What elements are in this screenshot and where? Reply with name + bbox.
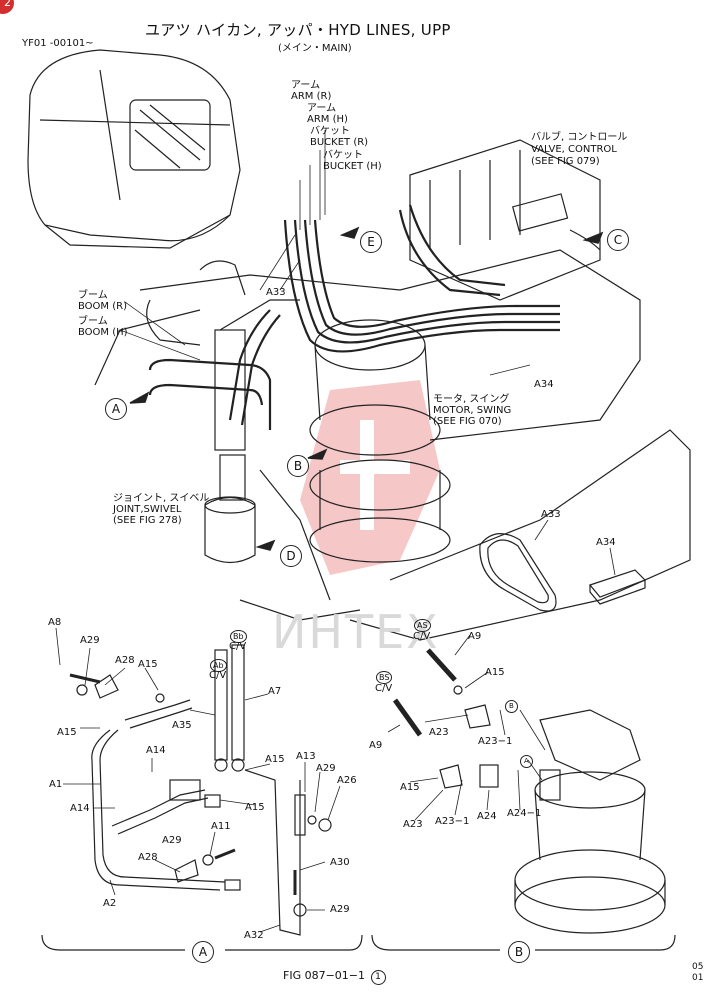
part-a14-1: A14 [146, 745, 166, 756]
part-a35: A35 [172, 720, 192, 731]
swivel-joint [204, 329, 256, 564]
label-arm-h: ARM (H) [307, 114, 348, 125]
part-a9-2: A9 [369, 740, 383, 751]
callout-a: A [105, 398, 127, 420]
control-valve [409, 139, 601, 301]
label-arm-r-jp: アーム [291, 80, 321, 91]
label-arm-r: ARM (R) [291, 91, 332, 102]
figure-sheet: 1 [370, 970, 386, 985]
cv-tag-b-small: B [505, 700, 518, 713]
part-a14-2: A14 [70, 803, 90, 814]
part-a24-1: A24−1 [507, 808, 542, 819]
section-a-parts [69, 644, 332, 936]
part-a23-1-sub: A23−1 [478, 736, 513, 747]
cv-label-4: C/V [375, 683, 393, 694]
part-a29-1: A29 [80, 635, 100, 646]
cv-tag-as: AS [414, 619, 431, 632]
cv-tag-bs: BS [376, 671, 393, 684]
cv-label-2: C/V [229, 641, 247, 652]
cv-label-3: C/V [413, 631, 431, 642]
part-a2: A2 [103, 898, 117, 909]
leader-lines [55, 130, 616, 933]
part-a30: A30 [330, 857, 350, 868]
label-bucket-h-jp: バケット [323, 150, 363, 161]
part-a15-1: A15 [138, 659, 158, 670]
part-a32: A32 [244, 930, 264, 941]
callout-d: D [280, 545, 302, 567]
part-a24: A24 [477, 811, 497, 822]
label-arm-h-jp: アーム [307, 103, 337, 114]
callout-e: E [360, 231, 382, 253]
label-joint: JOINT,SWIVEL [113, 504, 182, 515]
part-a33: A33 [541, 509, 561, 520]
label-bucket-r-jp: バケット [310, 126, 350, 137]
part-a28-1: A28 [115, 655, 135, 666]
part-a23-1-sub2: A23−1 [435, 816, 470, 827]
page-number-2: 01 [692, 973, 704, 983]
label-joint-jp: ジョイント, スイベル [113, 493, 210, 504]
part-a7: A7 [268, 686, 282, 697]
label-joint-ref: (SEE FIG 278) [113, 515, 182, 526]
part-a15-3: A15 [265, 754, 285, 765]
part-a15-2: A15 [57, 727, 77, 738]
part-a15-6: A15 [400, 782, 420, 793]
part-a33-top: A33 [266, 287, 286, 298]
model-code: YF01 -00101~ [22, 38, 94, 49]
callout-arrows [129, 226, 604, 551]
cv-tag-ab: Ab [210, 659, 227, 672]
part-a13: A13 [296, 751, 316, 762]
part-a29-2: A29 [316, 763, 336, 774]
hose-bundle [148, 204, 560, 430]
figure-code: FIG 087−01−1 [283, 969, 366, 982]
label-bucket-r: BUCKET (R) [310, 137, 369, 148]
section-b-parts [392, 648, 666, 934]
part-a29-3: A29 [162, 835, 182, 846]
label-bucket-h: BUCKET (H) [323, 161, 382, 172]
cv-tag-bb: Bb [230, 630, 247, 643]
label-boom-h-jp: ブーム [78, 316, 108, 327]
swing-motor [309, 319, 451, 563]
part-a15-4: A15 [245, 802, 265, 813]
upper-structure [94, 249, 691, 641]
cv-label-1: C/V [209, 670, 227, 681]
watermark-logo [300, 380, 440, 575]
watermark-text: ИНТЕХ [272, 605, 440, 659]
part-a11: A11 [211, 821, 231, 832]
part-a23-1: A23 [429, 727, 449, 738]
block-a34 [588, 569, 647, 605]
belt-a33 [479, 533, 557, 612]
section-marker-b: B [508, 941, 530, 963]
part-a34-top: A34 [534, 379, 554, 390]
page-title: ユアツ ハイカン, アッパ・HYD LINES, UPP [145, 21, 451, 39]
part-a8: A8 [48, 617, 62, 628]
label-valve: VALVE, CONTROL [531, 144, 617, 155]
part-a28-2: A28 [138, 852, 158, 863]
part-a9-1: A9 [468, 631, 482, 642]
part-a1: A1 [49, 779, 63, 790]
page-subtitle: (メイン・MAIN) [278, 43, 352, 54]
section-marker-a: A [192, 941, 214, 963]
section-brackets [41, 934, 676, 951]
label-boom-r-jp: ブーム [78, 290, 108, 301]
part-a15-5: A15 [485, 667, 505, 678]
label-boom-r: BOOM (R) [78, 301, 127, 312]
label-boom-h: BOOM (H) [78, 327, 128, 338]
label-motor-ref: (SEE FIG 070) [433, 416, 502, 427]
callout-b: B [287, 455, 309, 477]
label-valve-ref: (SEE FIG 079) [531, 156, 600, 167]
corner-badge: 2 [0, 0, 14, 14]
part-a23-2: A23 [403, 819, 423, 830]
cv-tag-a-small: A [520, 755, 533, 768]
page-number-1: 05 [692, 962, 704, 972]
label-motor: MOTOR, SWING [433, 405, 512, 416]
part-a26: A26 [337, 775, 357, 786]
label-motor-jp: モータ, スイング [433, 394, 510, 405]
part-a29-4: A29 [330, 904, 350, 915]
excavator-inset [27, 49, 241, 249]
part-a34: A34 [596, 537, 616, 548]
label-valve-jp: バルブ, コントロール [531, 132, 628, 143]
callout-c: C [607, 229, 629, 251]
figure-number: FIG 087−01−1 1 [283, 970, 386, 985]
